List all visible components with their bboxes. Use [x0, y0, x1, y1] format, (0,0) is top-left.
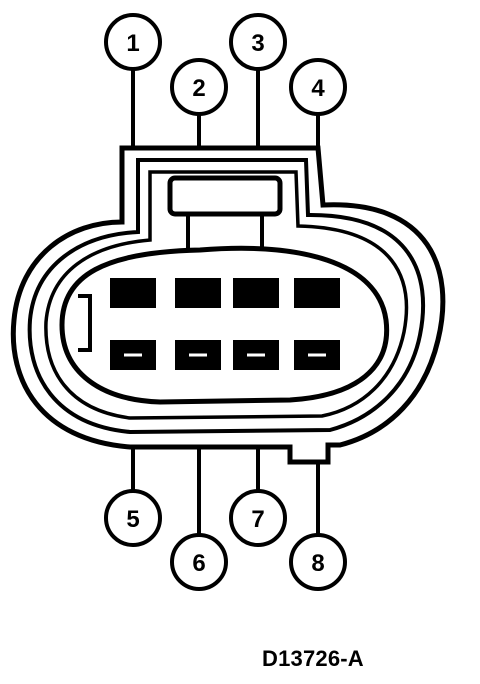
- callout-circle: [170, 58, 228, 116]
- connector-housing: [10, 145, 446, 465]
- terminal-1: [110, 278, 156, 308]
- connector-latch: [167, 175, 283, 217]
- callout-label-7: 7: [251, 506, 264, 533]
- callout-7: 7: [229, 489, 287, 547]
- shell-outline-3: [44, 170, 409, 420]
- callout-2: 2: [170, 58, 228, 116]
- callout-label-8: 8: [311, 550, 324, 577]
- callout-circle: [104, 489, 162, 547]
- callout-label-4: 4: [311, 75, 325, 102]
- callout-circle: [229, 13, 287, 71]
- callout-label-2: 2: [192, 75, 205, 102]
- callout-circle: [104, 13, 162, 71]
- callouts: 1 2 3 4 5 6 7 8: [104, 13, 347, 591]
- callout-circle: [289, 58, 347, 116]
- callout-1: 1: [104, 13, 162, 71]
- terminals: [110, 278, 340, 370]
- callout-8: 8: [289, 533, 347, 591]
- callout-5: 5: [104, 489, 162, 547]
- keyway-notch: [78, 294, 92, 352]
- callout-circle: [229, 489, 287, 547]
- callout-3: 3: [229, 13, 287, 71]
- callout-4: 4: [289, 58, 347, 116]
- callout-label-5: 5: [126, 506, 139, 533]
- terminal-face: [59, 245, 390, 405]
- callout-circle: [289, 533, 347, 591]
- callout-6: 6: [170, 533, 228, 591]
- terminal-3: [233, 278, 279, 308]
- shell-outline-2: [27, 158, 426, 435]
- callout-label-3: 3: [251, 30, 264, 57]
- callout-label-1: 1: [126, 30, 139, 57]
- figure-reference-id: D13726-A: [262, 646, 364, 671]
- terminal-4: [294, 278, 340, 308]
- terminal-2: [175, 278, 221, 308]
- callout-label-6: 6: [192, 550, 205, 577]
- callout-circle: [170, 533, 228, 591]
